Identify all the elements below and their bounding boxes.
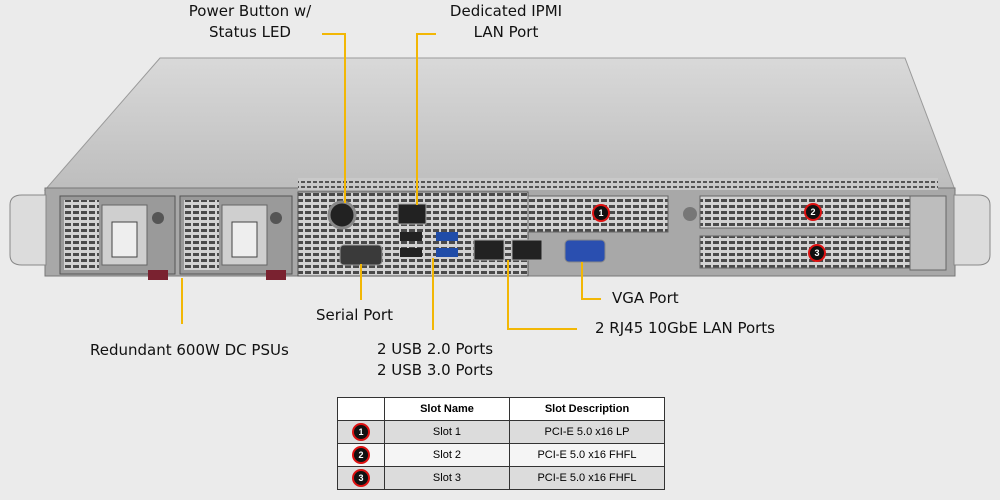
leader-vga-vertical xyxy=(581,262,583,300)
lan-port-1 xyxy=(473,239,505,261)
lan-port-2 xyxy=(511,239,543,261)
leader-vga-horizontal xyxy=(581,298,601,300)
leader-lan-vertical xyxy=(507,260,509,330)
slot-name: Slot 2 xyxy=(384,443,510,467)
slot-description: PCI-E 5.0 x16 LP xyxy=(509,420,665,444)
leader-ipmi-horizontal xyxy=(416,33,436,35)
psu-2 xyxy=(179,195,293,280)
leader-serial xyxy=(360,264,362,300)
serial-port xyxy=(339,244,383,266)
leader-ipmi-vertical xyxy=(416,33,418,205)
rack-ear-left xyxy=(9,194,47,266)
slot-description: PCI-E 5.0 x16 FHFL xyxy=(509,443,665,467)
table-row: 2 Slot 2 PCI-E 5.0 x16 FHFL xyxy=(337,443,665,467)
header-badge xyxy=(337,397,385,421)
rack-ear-right xyxy=(953,194,991,266)
pcie-slot-3-bracket xyxy=(699,235,911,269)
label-vga-port: VGA Port xyxy=(612,289,679,307)
usb3-port-2 xyxy=(436,248,458,257)
table-row: 1 Slot 1 PCI-E 5.0 x16 LP xyxy=(337,420,665,444)
label-ipmi: Dedicated IPMI LAN Port xyxy=(449,2,563,41)
chassis-slot-badge-1: 1 xyxy=(592,204,610,222)
slot-badge-2: 2 xyxy=(352,446,370,464)
slot-name: Slot 1 xyxy=(384,420,510,444)
usb3-port-1 xyxy=(436,232,458,241)
rear-vent-strip xyxy=(298,178,938,190)
header-slot-name: Slot Name xyxy=(384,397,510,421)
label-serial-port: Serial Port xyxy=(316,306,393,324)
label-lan-ports: 2 RJ45 10GbE LAN Ports xyxy=(595,319,775,337)
leader-usb xyxy=(432,258,434,330)
leader-psu xyxy=(181,278,183,324)
label-power-button: Power Button w/ Status LED xyxy=(188,2,312,41)
table-row: 3 Slot 3 PCI-E 5.0 x16 FHFL xyxy=(337,466,665,490)
leader-power-horizontal xyxy=(322,33,346,35)
psu-1 xyxy=(59,195,176,280)
header-slot-description: Slot Description xyxy=(509,397,665,421)
leader-power-vertical xyxy=(344,33,346,203)
slot-name: Slot 3 xyxy=(384,466,510,490)
slot-description: PCI-E 5.0 x16 FHFL xyxy=(509,466,665,490)
usb2-port-1 xyxy=(400,232,422,241)
chassis-top-cover xyxy=(43,57,956,191)
usb2-port-2 xyxy=(400,248,422,257)
leader-lan-horizontal xyxy=(507,328,577,330)
label-usb-ports: 2 USB 2.0 Ports 2 USB 3.0 Ports xyxy=(376,340,494,379)
label-psu: Redundant 600W DC PSUs xyxy=(90,341,289,359)
chassis-slot-badge-2: 2 xyxy=(804,203,822,221)
slot-badge-3: 3 xyxy=(352,469,370,487)
slot-table: Slot Name Slot Description 1 Slot 1 PCI-… xyxy=(337,397,665,490)
power-button xyxy=(327,200,357,230)
slot-badge-1: 1 xyxy=(352,423,370,441)
chassis-slot-badge-3: 3 xyxy=(808,244,826,262)
ipmi-port xyxy=(397,203,427,225)
vga-port xyxy=(564,239,606,263)
slot-table-header: Slot Name Slot Description xyxy=(337,397,665,421)
